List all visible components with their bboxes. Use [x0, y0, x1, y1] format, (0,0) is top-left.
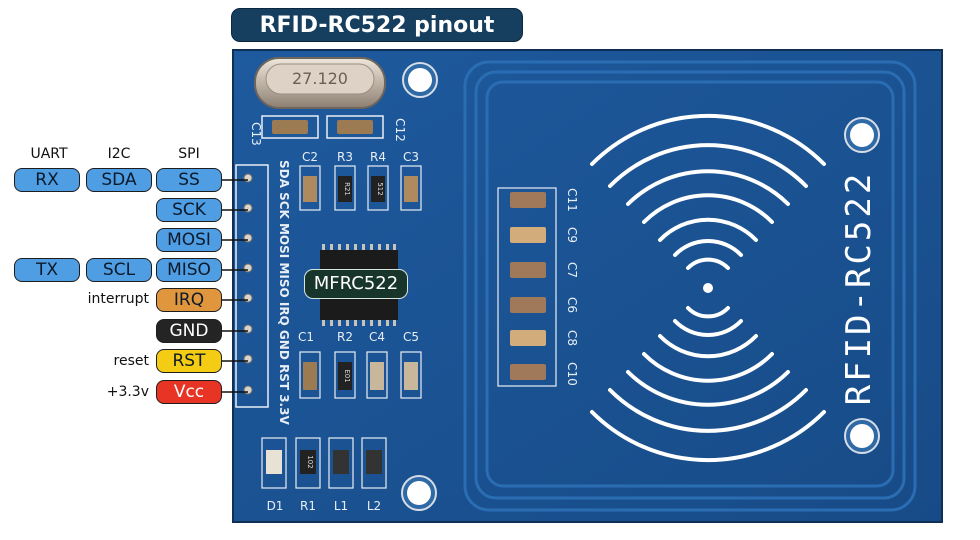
- pin-label-vcc: Vcc: [156, 380, 222, 404]
- chip-label: MFRC522: [304, 269, 408, 299]
- svg-text:R1: R1: [300, 499, 316, 513]
- svg-text:C4: C4: [369, 330, 385, 344]
- note-3v3: +3.3v: [106, 384, 149, 400]
- svg-text:512: 512: [376, 182, 384, 195]
- mounting-holes: [401, 62, 880, 511]
- antenna-board-label: RFID-RC522: [839, 171, 879, 406]
- crystal-oscillator: 27.120: [254, 57, 386, 109]
- label-c13: C13: [249, 122, 263, 146]
- leader-lines: [222, 179, 248, 393]
- svg-text:R3: R3: [337, 150, 353, 164]
- svg-text:C11: C11: [565, 188, 579, 212]
- pin-label-tx: TX: [14, 258, 80, 282]
- svg-text:R4: R4: [370, 150, 386, 164]
- antenna-trace-mid: [474, 70, 906, 500]
- note-interrupt: interrupt: [87, 291, 149, 307]
- svg-text:C3: C3: [403, 150, 419, 164]
- svg-text:L1: L1: [334, 499, 348, 513]
- pin-label-ss: SS: [156, 168, 222, 192]
- lower-parts: 102 D1 R1 L1 L2: [261, 437, 387, 513]
- antenna-trace-inner: [485, 80, 895, 488]
- svg-text:C7: C7: [565, 262, 579, 278]
- header-spi: SPI: [178, 146, 200, 162]
- antenna-cap-column: C11 C9 C7 C6 C8 C10: [497, 187, 579, 387]
- bottom-row-parts: C1 R2 C4 C5 E01: [298, 330, 422, 399]
- svg-text:R21: R21: [343, 182, 351, 196]
- pin-label-gnd: GND: [156, 319, 222, 343]
- pin-label-sck: SCK: [156, 198, 222, 222]
- svg-text:C10: C10: [565, 362, 579, 386]
- pin-label-scl: SCL: [86, 258, 152, 282]
- page-title: RFID-RC522 pinout: [231, 8, 523, 42]
- top-row-parts: C2 R3 R4 C3 R21 512: [299, 150, 422, 211]
- crystal-marking: 27.120: [292, 69, 348, 88]
- svg-text:C8: C8: [565, 330, 579, 346]
- antenna-trace-outer: [463, 60, 917, 512]
- svg-text:E01: E01: [343, 369, 351, 382]
- pin-header: SDA SCK MOSI MISO IRQ GND RST 3.3V: [235, 160, 291, 425]
- pin-label-rx: RX: [14, 168, 80, 192]
- header-uart: UART: [30, 146, 68, 162]
- pin-label-sda: SDA: [86, 168, 152, 192]
- svg-text:102: 102: [306, 455, 314, 468]
- pin-label-mosi: MOSI: [156, 228, 222, 252]
- svg-text:R2: R2: [337, 330, 353, 344]
- header-i2c: I2C: [107, 146, 131, 162]
- note-reset: reset: [113, 353, 149, 369]
- svg-text:C5: C5: [403, 330, 419, 344]
- label-c12: C12: [393, 118, 407, 142]
- pin-label-irq: IRQ: [156, 288, 222, 312]
- svg-text:C2: C2: [302, 150, 318, 164]
- svg-text:D1: D1: [267, 499, 284, 513]
- svg-text:C9: C9: [565, 227, 579, 243]
- svg-text:C1: C1: [298, 330, 314, 344]
- silk-pin-names: SDA SCK MOSI MISO IRQ GND RST 3.3V: [277, 160, 291, 425]
- svg-text:C6: C6: [565, 297, 579, 313]
- svg-text:L2: L2: [367, 499, 381, 513]
- pin-label-rst: RST: [156, 349, 222, 373]
- pin-label-miso: MISO: [156, 258, 222, 282]
- wireless-symbol-icon: [590, 114, 826, 462]
- caps-c13-c12: C13 C12: [249, 115, 407, 146]
